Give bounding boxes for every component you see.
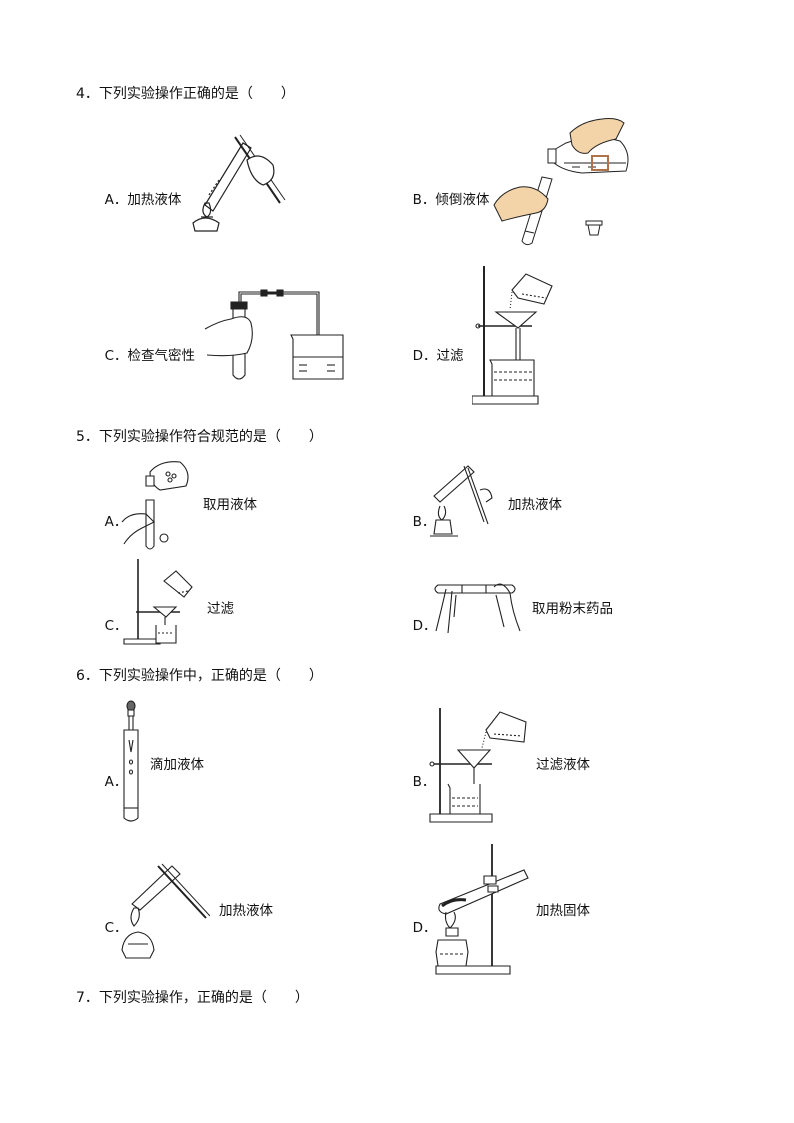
heating-liquid-figure bbox=[118, 860, 210, 960]
option-letter: B． bbox=[412, 192, 436, 208]
option-letter: C． bbox=[104, 348, 128, 364]
q6-option-b-text: 过滤液体 bbox=[536, 757, 590, 773]
option-letter: A． bbox=[104, 192, 128, 208]
q4-option-b[interactable]: B．倾倒液体 bbox=[404, 172, 490, 208]
q6-option-a-text: 滴加液体 bbox=[150, 757, 204, 773]
q5-option-d-text: 取用粉末药品 bbox=[532, 601, 613, 617]
option-text: 过滤 bbox=[436, 348, 464, 364]
question-7-stem: 7．下列实验操作，正确的是（ ） bbox=[76, 990, 309, 1006]
q5-option-c[interactable]: C． bbox=[96, 598, 128, 634]
q6-option-d[interactable]: D． bbox=[404, 900, 437, 936]
option-letter: D． bbox=[412, 348, 437, 364]
q4-option-c[interactable]: C．检查气密性 bbox=[96, 328, 195, 364]
heating-solid-figure bbox=[432, 842, 532, 976]
q5-option-b-text: 加热液体 bbox=[508, 497, 562, 513]
q6-option-a[interactable]: A． bbox=[96, 754, 128, 790]
option-letter: A． bbox=[104, 774, 128, 790]
option-text: 倾倒液体 bbox=[435, 192, 490, 208]
taking-liquid-figure bbox=[120, 452, 192, 552]
question-6-stem: 6．下列实验操作中，正确的是（ ） bbox=[76, 668, 323, 684]
option-letter: C． bbox=[104, 618, 128, 634]
q5-option-a-text: 取用液体 bbox=[203, 497, 257, 513]
heating-liquid-figure bbox=[430, 462, 495, 537]
filtration-figure bbox=[120, 557, 196, 647]
q5-option-a[interactable]: A． bbox=[96, 494, 128, 530]
filtration-figure bbox=[428, 700, 528, 824]
q5-option-d[interactable]: D． bbox=[404, 598, 437, 634]
pouring-liquid-figure bbox=[492, 113, 632, 248]
q6-option-c[interactable]: C． bbox=[96, 900, 128, 936]
option-letter: B． bbox=[412, 774, 436, 790]
airtightness-check-figure bbox=[203, 287, 363, 387]
question-4-stem: 4．下列实验操作正确的是（ ） bbox=[76, 86, 295, 102]
option-letter: A． bbox=[104, 514, 128, 530]
q5-option-c-text: 过滤 bbox=[207, 601, 234, 617]
option-text: 检查气密性 bbox=[127, 348, 196, 364]
option-letter: D． bbox=[412, 618, 437, 634]
option-text: 加热液体 bbox=[127, 192, 182, 208]
q4-option-a[interactable]: A．加热液体 bbox=[96, 172, 182, 208]
q6-option-c-text: 加热液体 bbox=[219, 903, 273, 919]
q6-option-d-text: 加热固体 bbox=[536, 903, 590, 919]
heating-liquid-test-tube-figure bbox=[185, 125, 295, 235]
taking-powder-figure bbox=[432, 577, 524, 635]
option-letter: C． bbox=[104, 920, 128, 936]
filtration-figure bbox=[472, 264, 562, 406]
option-letter: B． bbox=[412, 514, 436, 530]
q6-option-b[interactable]: B． bbox=[404, 754, 436, 790]
dropping-liquid-figure bbox=[121, 700, 141, 826]
option-letter: D． bbox=[412, 920, 437, 936]
question-5-stem: 5．下列实验操作符合规范的是（ ） bbox=[76, 429, 323, 445]
q4-option-d[interactable]: D．过滤 bbox=[404, 328, 464, 364]
q5-option-b[interactable]: B． bbox=[404, 494, 436, 530]
